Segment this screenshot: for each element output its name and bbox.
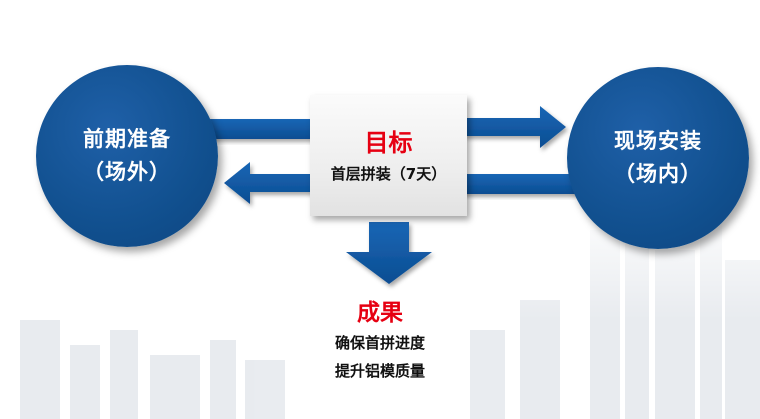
arrow-right — [464, 106, 566, 148]
node-pre-preparation: 前期准备 （场外） — [36, 65, 218, 247]
node-pre-preparation-subtitle: （场外） — [83, 160, 171, 184]
result-block: 成果 确保首拼进度 提升铝模质量 — [300, 297, 460, 385]
node-pre-preparation-title: 前期准备 — [83, 127, 171, 151]
result-line-1: 确保首拼进度 — [334, 334, 425, 352]
node-site-installation: 现场安装 （场内） — [567, 67, 749, 249]
goal-box: 目标 首层拼装（7天） — [310, 95, 467, 216]
arrow-down — [346, 222, 432, 284]
node-site-installation-subtitle: （场内） — [614, 162, 702, 186]
goal-subtitle: 首层拼装（7天） — [330, 164, 447, 183]
result-line-2: 提升铝模质量 — [334, 362, 425, 380]
node-site-installation-title: 现场安装 — [614, 129, 702, 153]
arrow-left — [224, 162, 316, 204]
goal-title: 目标 — [364, 128, 413, 157]
connector-bar-bottom-right — [462, 174, 582, 194]
result-title: 成果 — [357, 300, 403, 326]
connector-bar-top-left — [205, 119, 315, 139]
